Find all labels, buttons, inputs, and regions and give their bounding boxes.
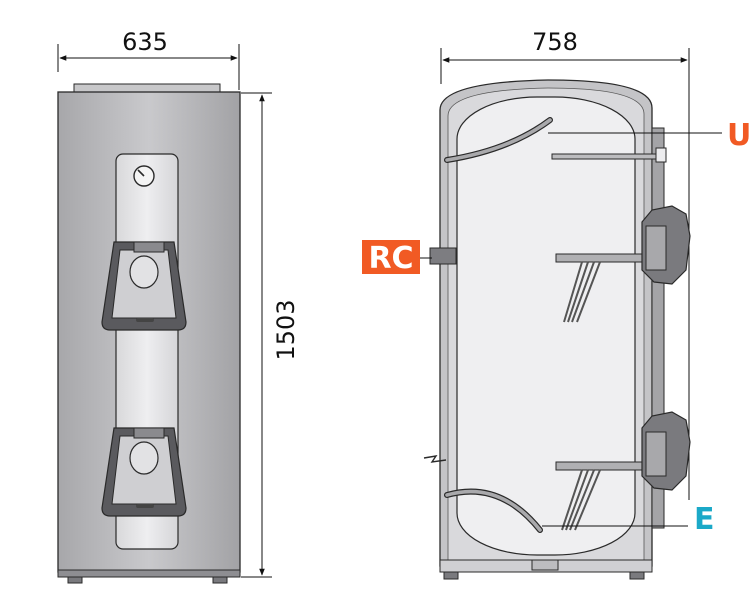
recirculation-connector [429,247,457,265]
inlet-pipe [444,488,543,533]
outlet-marker-label: U [727,118,750,153]
inlet-marker-label: E [694,502,715,537]
rc-badge-background [362,240,420,274]
outlet-pipe [444,117,667,163]
front-view: 635 1503 [57,28,300,584]
rc-badge-label: RC [368,241,413,276]
upper-heating-element [555,205,691,323]
section-width-label: 758 [532,28,578,56]
lower-knob-icon [129,441,159,475]
front-width-label: 635 [122,28,168,56]
mounting-bracket-icon [423,455,447,463]
section-foot-left [443,571,459,580]
front-base [57,569,241,578]
front-height-label: 1503 [272,299,300,360]
lower-thermostat-cover [101,427,187,517]
front-foot-right [212,576,228,584]
drain-fitting [531,559,559,571]
section-width-dimension: 758 [440,28,690,500]
section-view: 758 [420,28,722,580]
rc-badge: RC [362,240,420,276]
section-foot-right [629,571,645,580]
upper-thermostat-cover [101,241,187,331]
lower-heating-element [555,411,691,531]
thermometer-gauge-icon [133,165,155,187]
inner-tank [456,96,636,556]
upper-knob-icon [129,255,159,289]
front-width-dimension: 635 [57,28,240,90]
front-height-dimension: 1503 [241,92,300,578]
front-foot-left [67,576,83,584]
